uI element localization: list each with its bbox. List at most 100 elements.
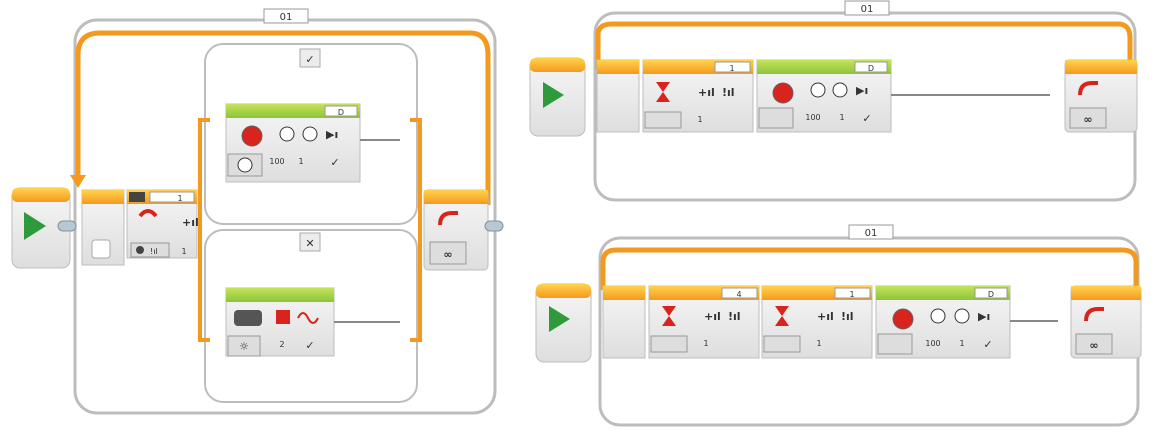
case-bracket-left <box>198 118 210 342</box>
loop-mode: ∞ <box>1089 339 1098 352</box>
motor-icon <box>241 125 263 147</box>
wait-block-b[interactable]: 1 +ıl !ıl 1 <box>642 59 754 133</box>
loop-wire <box>75 30 491 205</box>
loop-mode-selector[interactable] <box>1069 107 1107 129</box>
case-false-frame[interactable] <box>204 229 418 403</box>
motor-port: D <box>988 290 994 299</box>
motor-block-c[interactable]: D ▶ı 100 1 ✓ <box>875 285 1011 359</box>
light-mode-icon: ☼ <box>239 340 249 353</box>
wait-block-c1[interactable]: 4 +ıl !ıl 1 <box>648 285 760 359</box>
loop-name: 01 <box>280 12 293 23</box>
compare-icon: +ıl <box>704 310 721 323</box>
motor-power[interactable]: 100 <box>805 113 820 122</box>
light-block-a[interactable]: ☼ 2 ✓ <box>225 287 335 357</box>
program-b: 01 1 +ıl !ıl 1 D ▶ı <box>529 0 1138 202</box>
color-icon <box>276 310 290 324</box>
motor-brake[interactable]: ✓ <box>862 112 871 125</box>
port-field[interactable] <box>149 191 195 203</box>
loop-start-header <box>597 60 639 74</box>
mode-selector[interactable] <box>644 111 682 129</box>
loop-start-tab <box>91 239 111 259</box>
rotations-icon <box>302 126 318 142</box>
switch-port: 1 <box>177 194 182 203</box>
motor-port: D <box>338 108 344 117</box>
case-true-symbol: ✓ <box>305 53 314 66</box>
case-false-symbol: ✕ <box>305 237 314 250</box>
loop-wire <box>595 21 1133 70</box>
light-color-value[interactable]: 2 <box>279 340 284 349</box>
loop-return-icon <box>1084 307 1104 322</box>
start-block[interactable] <box>535 283 592 363</box>
motor-power[interactable]: 100 <box>925 339 940 348</box>
wait-value[interactable]: 1 <box>697 115 702 124</box>
wait-value[interactable]: 1 <box>703 339 708 348</box>
mode-selector[interactable] <box>763 335 801 353</box>
motor-port: D <box>868 64 874 73</box>
program-a: 01 1 +ıl !ıl 1 <box>11 8 504 415</box>
port-selector-icon[interactable] <box>129 192 145 202</box>
switch-param: 1 <box>181 247 186 256</box>
loop-return-icon <box>438 211 458 226</box>
loop-start-header <box>82 190 124 204</box>
loop-arrow-icon <box>70 175 86 188</box>
compare-icon: +ıl <box>182 216 199 229</box>
mode-selector[interactable] <box>877 333 913 355</box>
motor-brake[interactable]: ✓ <box>983 338 992 351</box>
loop-wire <box>600 247 1139 290</box>
case-bracket-right <box>410 118 422 342</box>
switch-header-block[interactable]: 1 +ıl !ıl 1 <box>126 189 199 259</box>
play-icon <box>24 212 46 240</box>
motor-rotations[interactable]: 1 <box>298 157 303 166</box>
signal-icon: !ıl <box>150 247 158 256</box>
motor-block-b[interactable]: D ▶ı 100 1 ✓ <box>756 59 892 133</box>
light-pulse[interactable]: ✓ <box>305 339 314 352</box>
program-c: 01 4 +ıl !ıl 1 1 +ıl !ıl <box>535 224 1142 427</box>
case-true-tab[interactable] <box>299 48 321 68</box>
loop-start-header <box>603 286 645 300</box>
wait-port: 1 <box>849 290 854 299</box>
motor-block-a[interactable]: D ▶ı 100 1 ✓ <box>225 103 361 183</box>
rotations-mode-icon <box>237 157 253 173</box>
motor-icon <box>892 308 914 330</box>
start-block[interactable] <box>529 57 586 137</box>
motor-rotations[interactable]: 1 <box>839 113 844 122</box>
motor-power[interactable]: 100 <box>269 157 284 166</box>
case-false-tab[interactable] <box>299 232 321 252</box>
motor-rotations[interactable]: 1 <box>959 339 964 348</box>
motor-brake[interactable]: ✓ <box>330 156 339 169</box>
sensor-mode-icon <box>136 246 144 254</box>
mode-selector[interactable] <box>650 335 688 353</box>
loop-name-box[interactable] <box>844 0 890 16</box>
loop-name: 01 <box>865 228 878 239</box>
loop-end-block-b[interactable]: ∞ <box>1064 59 1138 133</box>
mode-selector[interactable] <box>758 107 794 129</box>
loop-end-block-a[interactable]: ∞ <box>423 189 504 271</box>
loop-mode-selector[interactable] <box>1075 333 1113 355</box>
loop-return-icon <box>1078 81 1098 96</box>
brake-icon: ▶ı <box>978 310 990 323</box>
compare-icon: +ıl <box>698 86 715 99</box>
threshold-icon: !ıl <box>728 310 741 323</box>
power-icon <box>279 126 295 142</box>
loop-mode-selector[interactable] <box>429 241 467 265</box>
hourglass-icon <box>775 306 789 326</box>
wait-port: 4 <box>736 290 741 299</box>
brick-light-icon <box>234 310 262 326</box>
loop-end-block-c[interactable]: ∞ <box>1070 285 1142 359</box>
mode-selector[interactable] <box>227 335 261 357</box>
case-true-frame[interactable] <box>204 43 418 225</box>
wait-block-c2[interactable]: 1 +ıl !ıl 1 <box>761 285 873 359</box>
loop-name-box[interactable] <box>848 224 894 240</box>
start-block[interactable] <box>11 187 77 269</box>
loop-name-box[interactable] <box>263 8 309 24</box>
rotations-icon <box>832 82 848 98</box>
power-icon <box>930 308 946 324</box>
compare-icon: +ıl <box>817 310 834 323</box>
brake-icon: ▶ı <box>856 84 868 97</box>
rotations-icon <box>954 308 970 324</box>
wait-port: 1 <box>729 64 734 73</box>
motor-icon <box>772 82 794 104</box>
loop-mode: ∞ <box>443 248 452 261</box>
threshold-icon: !ıl <box>841 310 854 323</box>
wait-value[interactable]: 1 <box>816 339 821 348</box>
